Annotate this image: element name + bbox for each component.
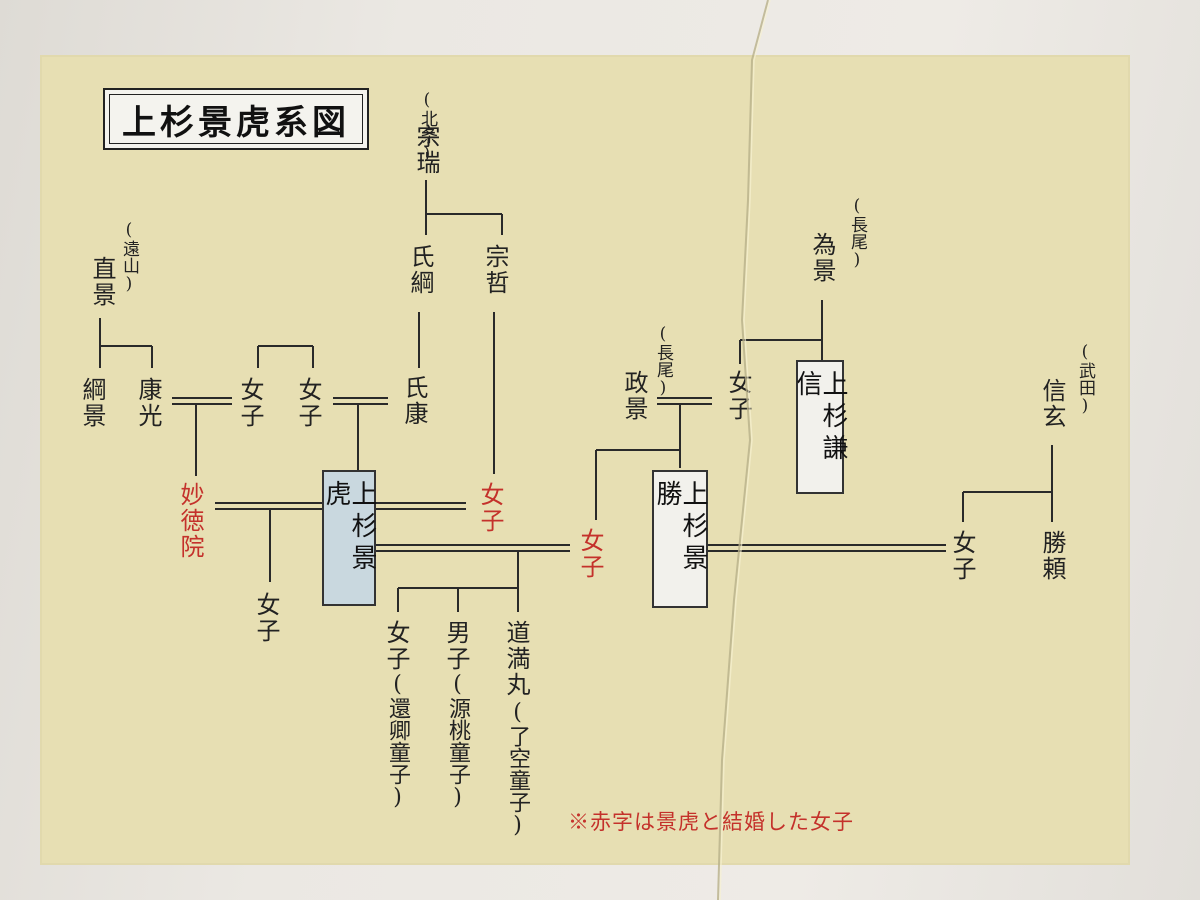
title-box: 上杉景虎系図: [103, 88, 369, 150]
kenshin-box: 上杉謙信: [792, 360, 848, 494]
person-sotetsu: 宗哲: [481, 244, 509, 296]
person-tsunakage: 綱景: [78, 377, 106, 429]
nagao-clan-label-2: (長尾): [847, 196, 867, 270]
takeda-clan-label: (武田): [1075, 342, 1095, 416]
person-tamekage-daughter: 女子: [724, 370, 752, 422]
person-domanmaru: 道満丸: [502, 620, 530, 698]
person-kenshin: 上杉謙信: [792, 370, 848, 466]
person-masakage-daughter: 女子: [576, 528, 604, 580]
nagao-clan-label-1: (長尾): [653, 324, 673, 398]
person-child-boy: 男子: [442, 620, 470, 672]
person-masakage: 政景: [620, 370, 648, 422]
person-katsuyori: 勝頼: [1038, 530, 1066, 582]
person-tamekage: 為景: [808, 232, 836, 284]
domanmaru-dharma-name: (了空童子): [505, 700, 530, 838]
child-boy-dharma-name: (源桃童子): [445, 672, 470, 810]
person-naokage: 直景: [88, 256, 116, 308]
person-shingen: 信玄: [1038, 378, 1066, 430]
red-text-note: ※赤字は景虎と結婚した女子: [568, 810, 854, 834]
hojo-clan-label: (北条): [417, 90, 437, 164]
person-ujitsuna: 氏綱: [406, 244, 434, 296]
person-kagetora-daughter: 女子: [252, 592, 280, 644]
person-shingen-daughter: 女子: [948, 530, 976, 582]
diagram-panel: [40, 55, 1130, 865]
person-soui: 宗瑞: [412, 124, 440, 176]
kagetora-box: 上杉景虎: [321, 470, 377, 606]
person-sotetsu-daughter: 女子: [476, 482, 504, 534]
person-ujiyasu: 氏康: [400, 375, 428, 427]
person-kagetora: 上杉景虎: [321, 480, 377, 576]
person-daughter-a: 女子: [236, 377, 264, 429]
person-daughter-b: 女子: [294, 377, 322, 429]
person-kagekatsu: 上杉景勝: [652, 480, 708, 576]
person-myotokuin: 妙徳院: [176, 482, 204, 560]
child-girl-dharma-name: (還卿童子): [385, 672, 410, 810]
diagram-title: 上杉景虎系図: [109, 94, 363, 144]
person-child-girl: 女子: [382, 620, 410, 672]
person-yasumitsu: 康光: [134, 377, 162, 429]
toyama-clan-label: (遠山): [119, 220, 139, 294]
kagekatsu-box: 上杉景勝: [652, 470, 708, 608]
